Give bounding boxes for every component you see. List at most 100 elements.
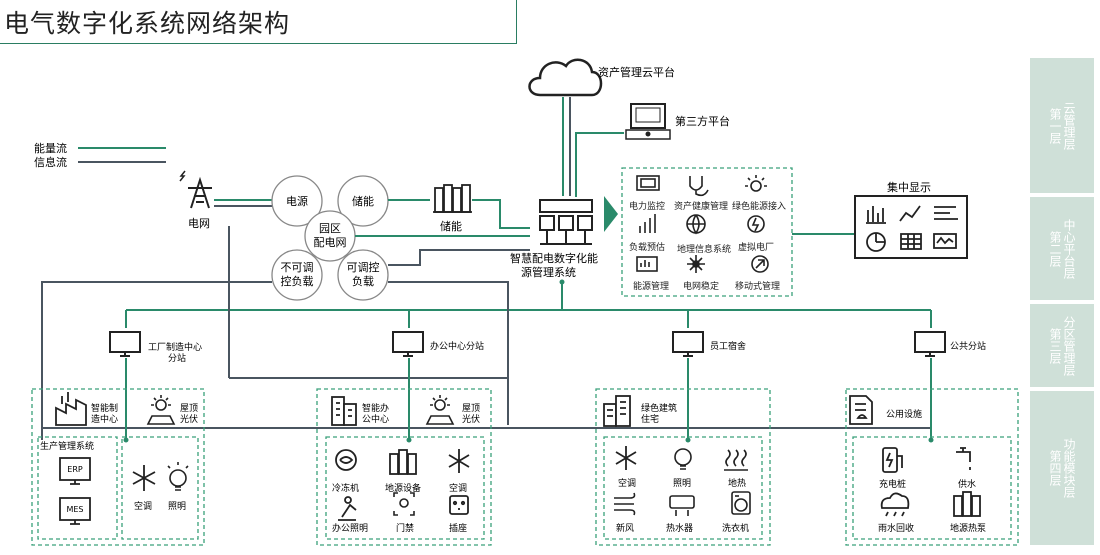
pie-chart-icon	[866, 232, 886, 252]
heat-pump-icon	[953, 491, 981, 517]
svg-text:公共分站: 公共分站	[950, 340, 986, 352]
svg-text:ERP: ERP	[67, 465, 83, 474]
floor-heating-icon	[724, 449, 748, 471]
battery-storage[interactable]: 储能	[433, 184, 472, 233]
svg-text:地热: 地热	[728, 477, 746, 489]
office-building-icon	[331, 396, 357, 426]
snowflake-icon	[615, 446, 637, 470]
office-block: 智能办 公中心 屋顶 光伏 冷冻机 地源设备 空调 办公照明 门禁 插座	[316, 388, 492, 546]
svg-text:办公中心分站: 办公中心分站	[430, 340, 484, 352]
smart-energy-platform[interactable]: 智慧配电数字化能 源管理系统	[510, 199, 598, 279]
svg-text:造中心: 造中心	[91, 413, 118, 425]
residential-building-icon	[603, 395, 631, 427]
monitor-icon	[625, 103, 671, 140]
svg-text:可调控: 可调控	[347, 260, 380, 274]
water-heater-icon	[669, 495, 695, 516]
svg-text:热水器: 热水器	[666, 522, 693, 534]
svg-text:插座: 插座	[449, 522, 467, 534]
layer-3-label: 第三层 分区管理层	[1030, 304, 1094, 387]
monitor-icon	[109, 331, 141, 357]
svg-text:配电网: 配电网	[314, 236, 347, 249]
svg-text:源管理系统: 源管理系统	[521, 265, 576, 279]
server-icon	[539, 199, 593, 245]
svg-text:门禁: 门禁	[396, 522, 414, 534]
substation-factory[interactable]: 工厂制造中心 分站	[109, 331, 202, 364]
svg-text:绿色建筑: 绿色建筑	[641, 402, 677, 414]
svg-text:控负载: 控负载	[281, 274, 314, 288]
svg-text:MES: MES	[66, 505, 83, 514]
public-block: 公用设施 充电桩 供水 雨水回收 地源热泵	[845, 388, 1019, 546]
substation-office[interactable]: 办公中心分站	[392, 331, 484, 357]
svg-text:办公照明: 办公照明	[332, 522, 368, 534]
stethoscope-icon	[689, 176, 709, 197]
mobile-manage-icon	[751, 255, 769, 273]
cloud-icon	[528, 58, 603, 97]
title-box	[0, 0, 517, 44]
cloud-platform[interactable]: 资产管理云平台	[528, 58, 676, 97]
sun-energy-icon	[745, 175, 767, 192]
svg-text:空调: 空调	[134, 500, 152, 512]
lightbulb-icon	[674, 448, 692, 470]
third-party-platform[interactable]: 第三方平台	[625, 103, 730, 140]
substation-dorm[interactable]: 员工宿舍	[672, 331, 746, 357]
erp-monitor-icon	[59, 457, 91, 485]
function-green-energy: 绿色能源接入	[732, 200, 786, 212]
central-display[interactable]: 集中显示	[854, 180, 968, 259]
svg-text:地源设备: 地源设备	[385, 482, 421, 494]
function-mobile-manage: 移动式管理	[735, 280, 780, 292]
layer-2-label: 第二层 中心平台层	[1030, 197, 1094, 300]
solar-panel-icon	[146, 395, 176, 425]
substation-public[interactable]: 公共分站	[914, 331, 986, 357]
power-monitor-icon	[636, 175, 660, 191]
grid-tower[interactable]: 电网	[179, 170, 212, 230]
svg-text:光伏: 光伏	[462, 413, 480, 425]
public-facility-icon	[849, 395, 873, 425]
svg-text:供水: 供水	[958, 478, 976, 490]
geothermal-device-icon	[389, 449, 417, 475]
factory-block: 智能制 造中心 屋顶 光伏 生产管理系统 ERP MES 空调 照明	[31, 388, 205, 546]
globe-icon	[686, 214, 706, 235]
layer-1-label: 第一层 云管理层	[1030, 58, 1094, 193]
cloud-label: 资产管理云平台	[598, 65, 675, 79]
svg-text:光伏: 光伏	[180, 413, 198, 425]
grid-label: 电网	[188, 217, 210, 230]
function-icons	[636, 175, 769, 273]
socket-icon	[449, 495, 469, 515]
storage-label: 储能	[440, 219, 462, 233]
dorm-block: 绿色建筑 住宅 空调 照明 地热 新风 热水器 洗衣机	[595, 388, 771, 546]
svg-text:住宅: 住宅	[641, 413, 659, 425]
power-tower-icon	[179, 170, 212, 209]
power-source-node	[271, 175, 323, 227]
svg-text:照明: 照明	[168, 501, 186, 512]
mes-monitor-icon	[59, 497, 91, 525]
function-load-forecast: 负载预估	[629, 241, 665, 253]
virtual-plant-icon	[747, 215, 765, 233]
svg-text:员工宿舍: 员工宿舍	[710, 340, 746, 352]
svg-text:新风: 新风	[616, 522, 634, 534]
svg-text:智能办: 智能办	[362, 402, 389, 414]
monitor-icon	[392, 331, 424, 357]
svg-text:充电桩: 充电桩	[879, 478, 906, 490]
svg-text:园区: 园区	[319, 222, 341, 235]
svg-text:生产管理系统: 生产管理系统	[40, 440, 94, 452]
washing-machine-icon	[731, 491, 751, 515]
energy-manage-icon	[636, 256, 658, 272]
svg-text:负载: 负载	[352, 274, 374, 288]
rain-cloud-icon	[880, 492, 910, 517]
list-icon	[934, 206, 958, 220]
svg-text:智能制: 智能制	[91, 402, 118, 414]
function-grid-stability: 电网稳定	[683, 280, 719, 292]
svg-text:屋顶: 屋顶	[462, 403, 480, 414]
controllable-load-node	[337, 249, 389, 301]
solar-panel-icon	[425, 395, 455, 425]
battery-icon	[433, 184, 472, 213]
snowflake-icon	[448, 449, 470, 473]
charging-pile-icon	[882, 447, 903, 473]
face-recognition-icon	[393, 492, 415, 516]
central-display-label: 集中显示	[887, 180, 931, 194]
legend-info-label: 信息流	[34, 155, 67, 169]
monitor-icon	[672, 331, 704, 357]
grid-stability-icon	[687, 255, 705, 273]
bar-chart-icon	[866, 206, 886, 224]
